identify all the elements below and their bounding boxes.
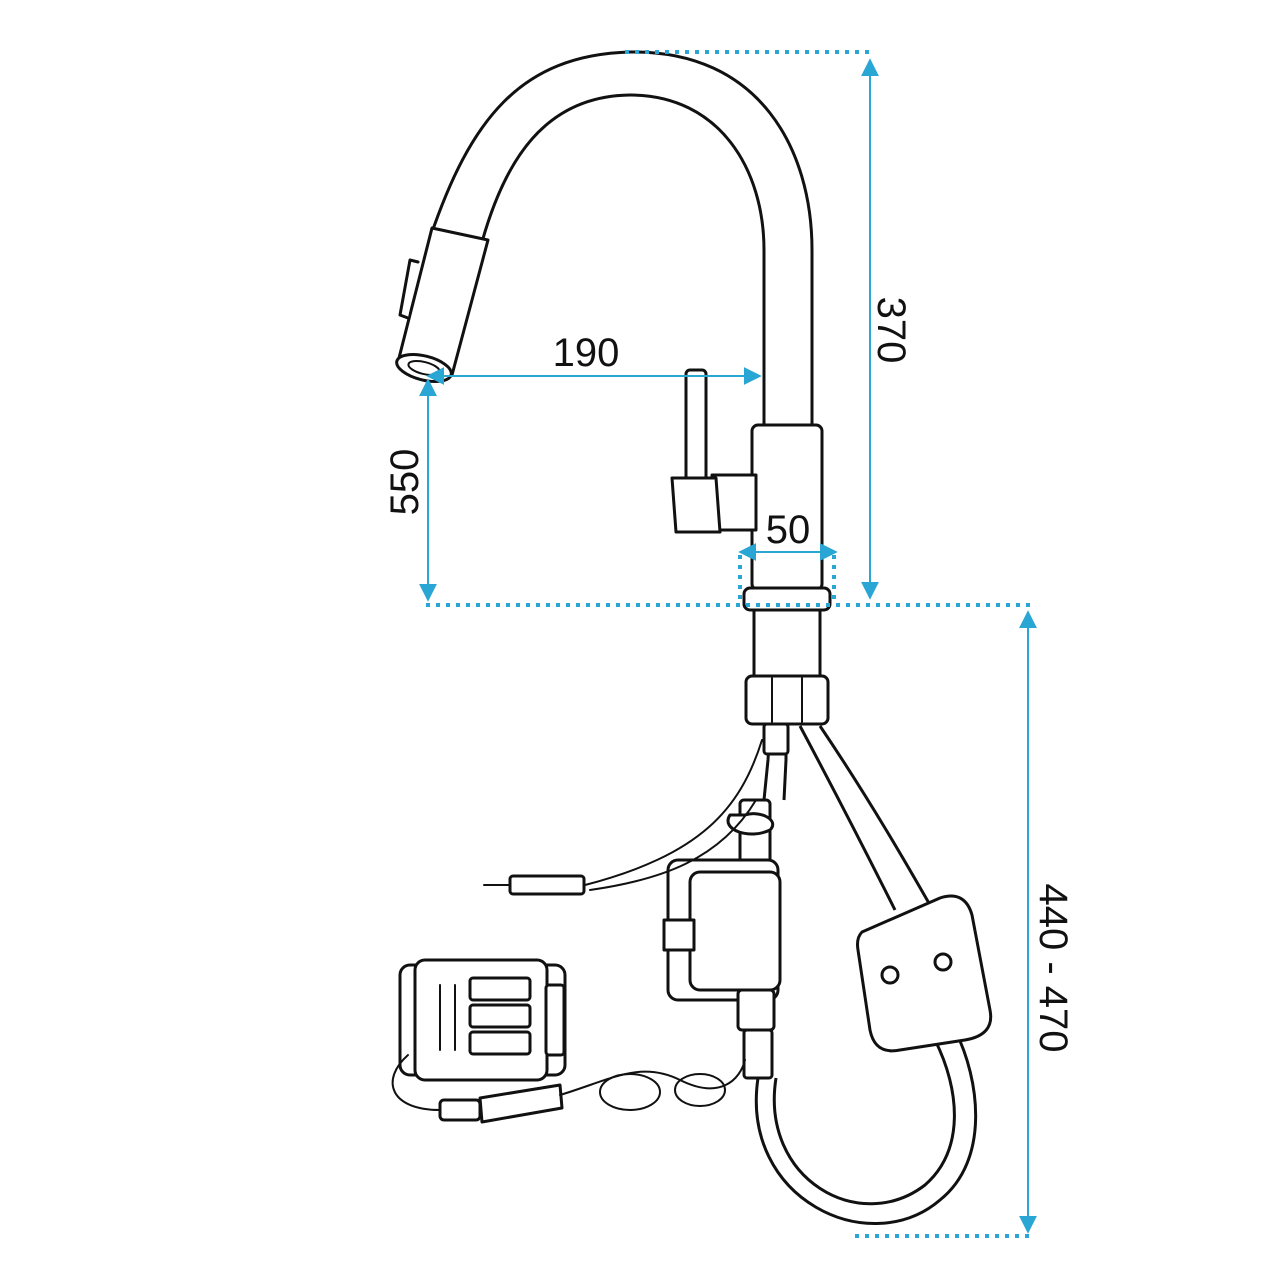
label-hose-length: 440 - 470	[1031, 883, 1075, 1052]
label-base-diameter: 50	[766, 508, 811, 552]
label-aerator-height: 550	[383, 449, 427, 516]
sensor-cable	[483, 739, 763, 896]
supply-pipes	[762, 722, 790, 801]
label-spout-reach: 190	[553, 331, 620, 375]
lower-shank	[752, 608, 822, 680]
battery-cable	[391, 1054, 746, 1124]
spray-head	[395, 226, 490, 383]
gooseneck-spout	[428, 50, 814, 427]
dimension-lines	[419, 50, 1037, 1238]
faucet-illustration	[391, 50, 993, 1225]
battery-box	[398, 958, 567, 1082]
pull-out-hose	[754, 725, 993, 1225]
dimension-labels: 370 190 550 50 440 - 470	[383, 297, 1075, 1053]
lever-handle	[670, 368, 758, 534]
mounting-nut	[744, 674, 830, 726]
solenoid-valve	[662, 798, 782, 1080]
label-spout-height: 370	[869, 297, 913, 364]
